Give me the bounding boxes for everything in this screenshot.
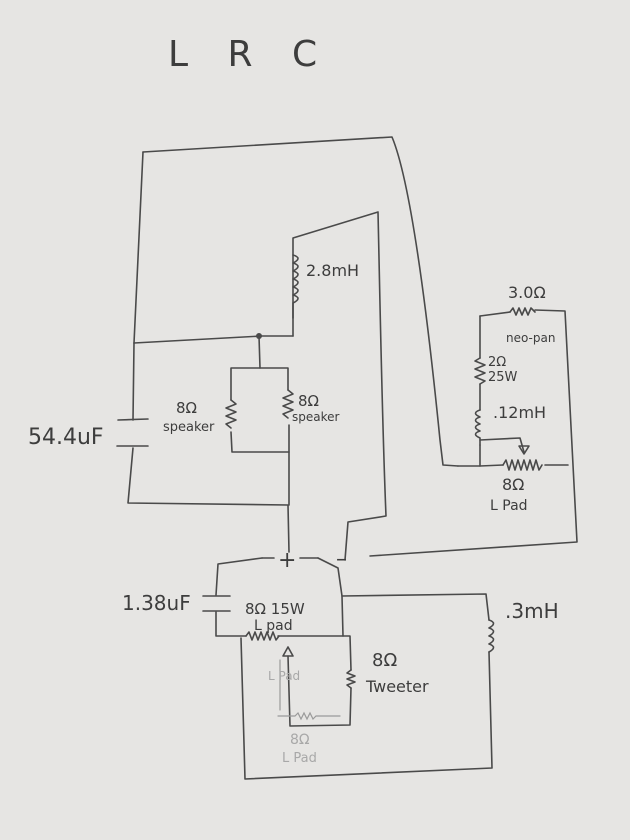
tweeter-resistor [346,669,356,689]
capacitor-woofer [116,418,149,447]
inductor-woofer [292,254,299,319]
inductor-tweeter [488,619,495,653]
speaker-2-label: speaker [292,410,340,424]
tweeter-value: 8Ω [372,650,397,671]
neo-resistor [509,307,536,316]
woofer-section-wires [127,136,459,561]
neo-section-wires [369,309,578,557]
neo-res2-power: 25W [488,370,518,385]
neo-lpad [502,445,543,471]
capacitor-tweeter-label: 1.38uF [122,591,191,615]
minus-terminal: – [336,547,347,572]
speaker-2-value: 8Ω [298,392,319,410]
neo-lpad-label: L Pad [490,498,528,514]
speaker-2-resistor [282,389,294,419]
neo-res-label: neo-pan [506,331,555,345]
neo-lpad-value: 8Ω [502,475,524,494]
tweeter-lpad-value: 8Ω 15W [245,600,305,618]
title-lrc: L R C [168,34,331,75]
inductor-woofer-label: 2.8mH [306,261,359,280]
neo-res-value: 3.0Ω [508,283,546,302]
erased-lpad [277,659,341,721]
neo-inductor [474,409,481,446]
inductor-tweeter-label: .3mH [505,599,559,623]
capacitor-woofer-label: 54.4uF [28,425,104,450]
erased-lpad-value: 8Ω [290,732,310,748]
neo-res2-value: 2Ω [488,355,506,370]
plus-terminal: + [278,548,296,573]
tweeter-section-wires [215,557,493,780]
neo-inductor-label: .12mH [493,403,546,422]
erased-lpad-top: L Pad [268,669,300,683]
neo-resistor-2 [474,357,486,385]
speaker-1-resistor [225,399,237,429]
speaker-1-label: speaker [163,420,215,435]
speaker-1-value: 8Ω [176,399,197,417]
tweeter-label: Tweeter [365,677,429,696]
tweeter-lpad-label: L pad [254,618,293,634]
erased-lpad-label: L Pad [282,751,317,766]
capacitor-tweeter [202,595,231,612]
tweeter-lpad [245,631,294,657]
